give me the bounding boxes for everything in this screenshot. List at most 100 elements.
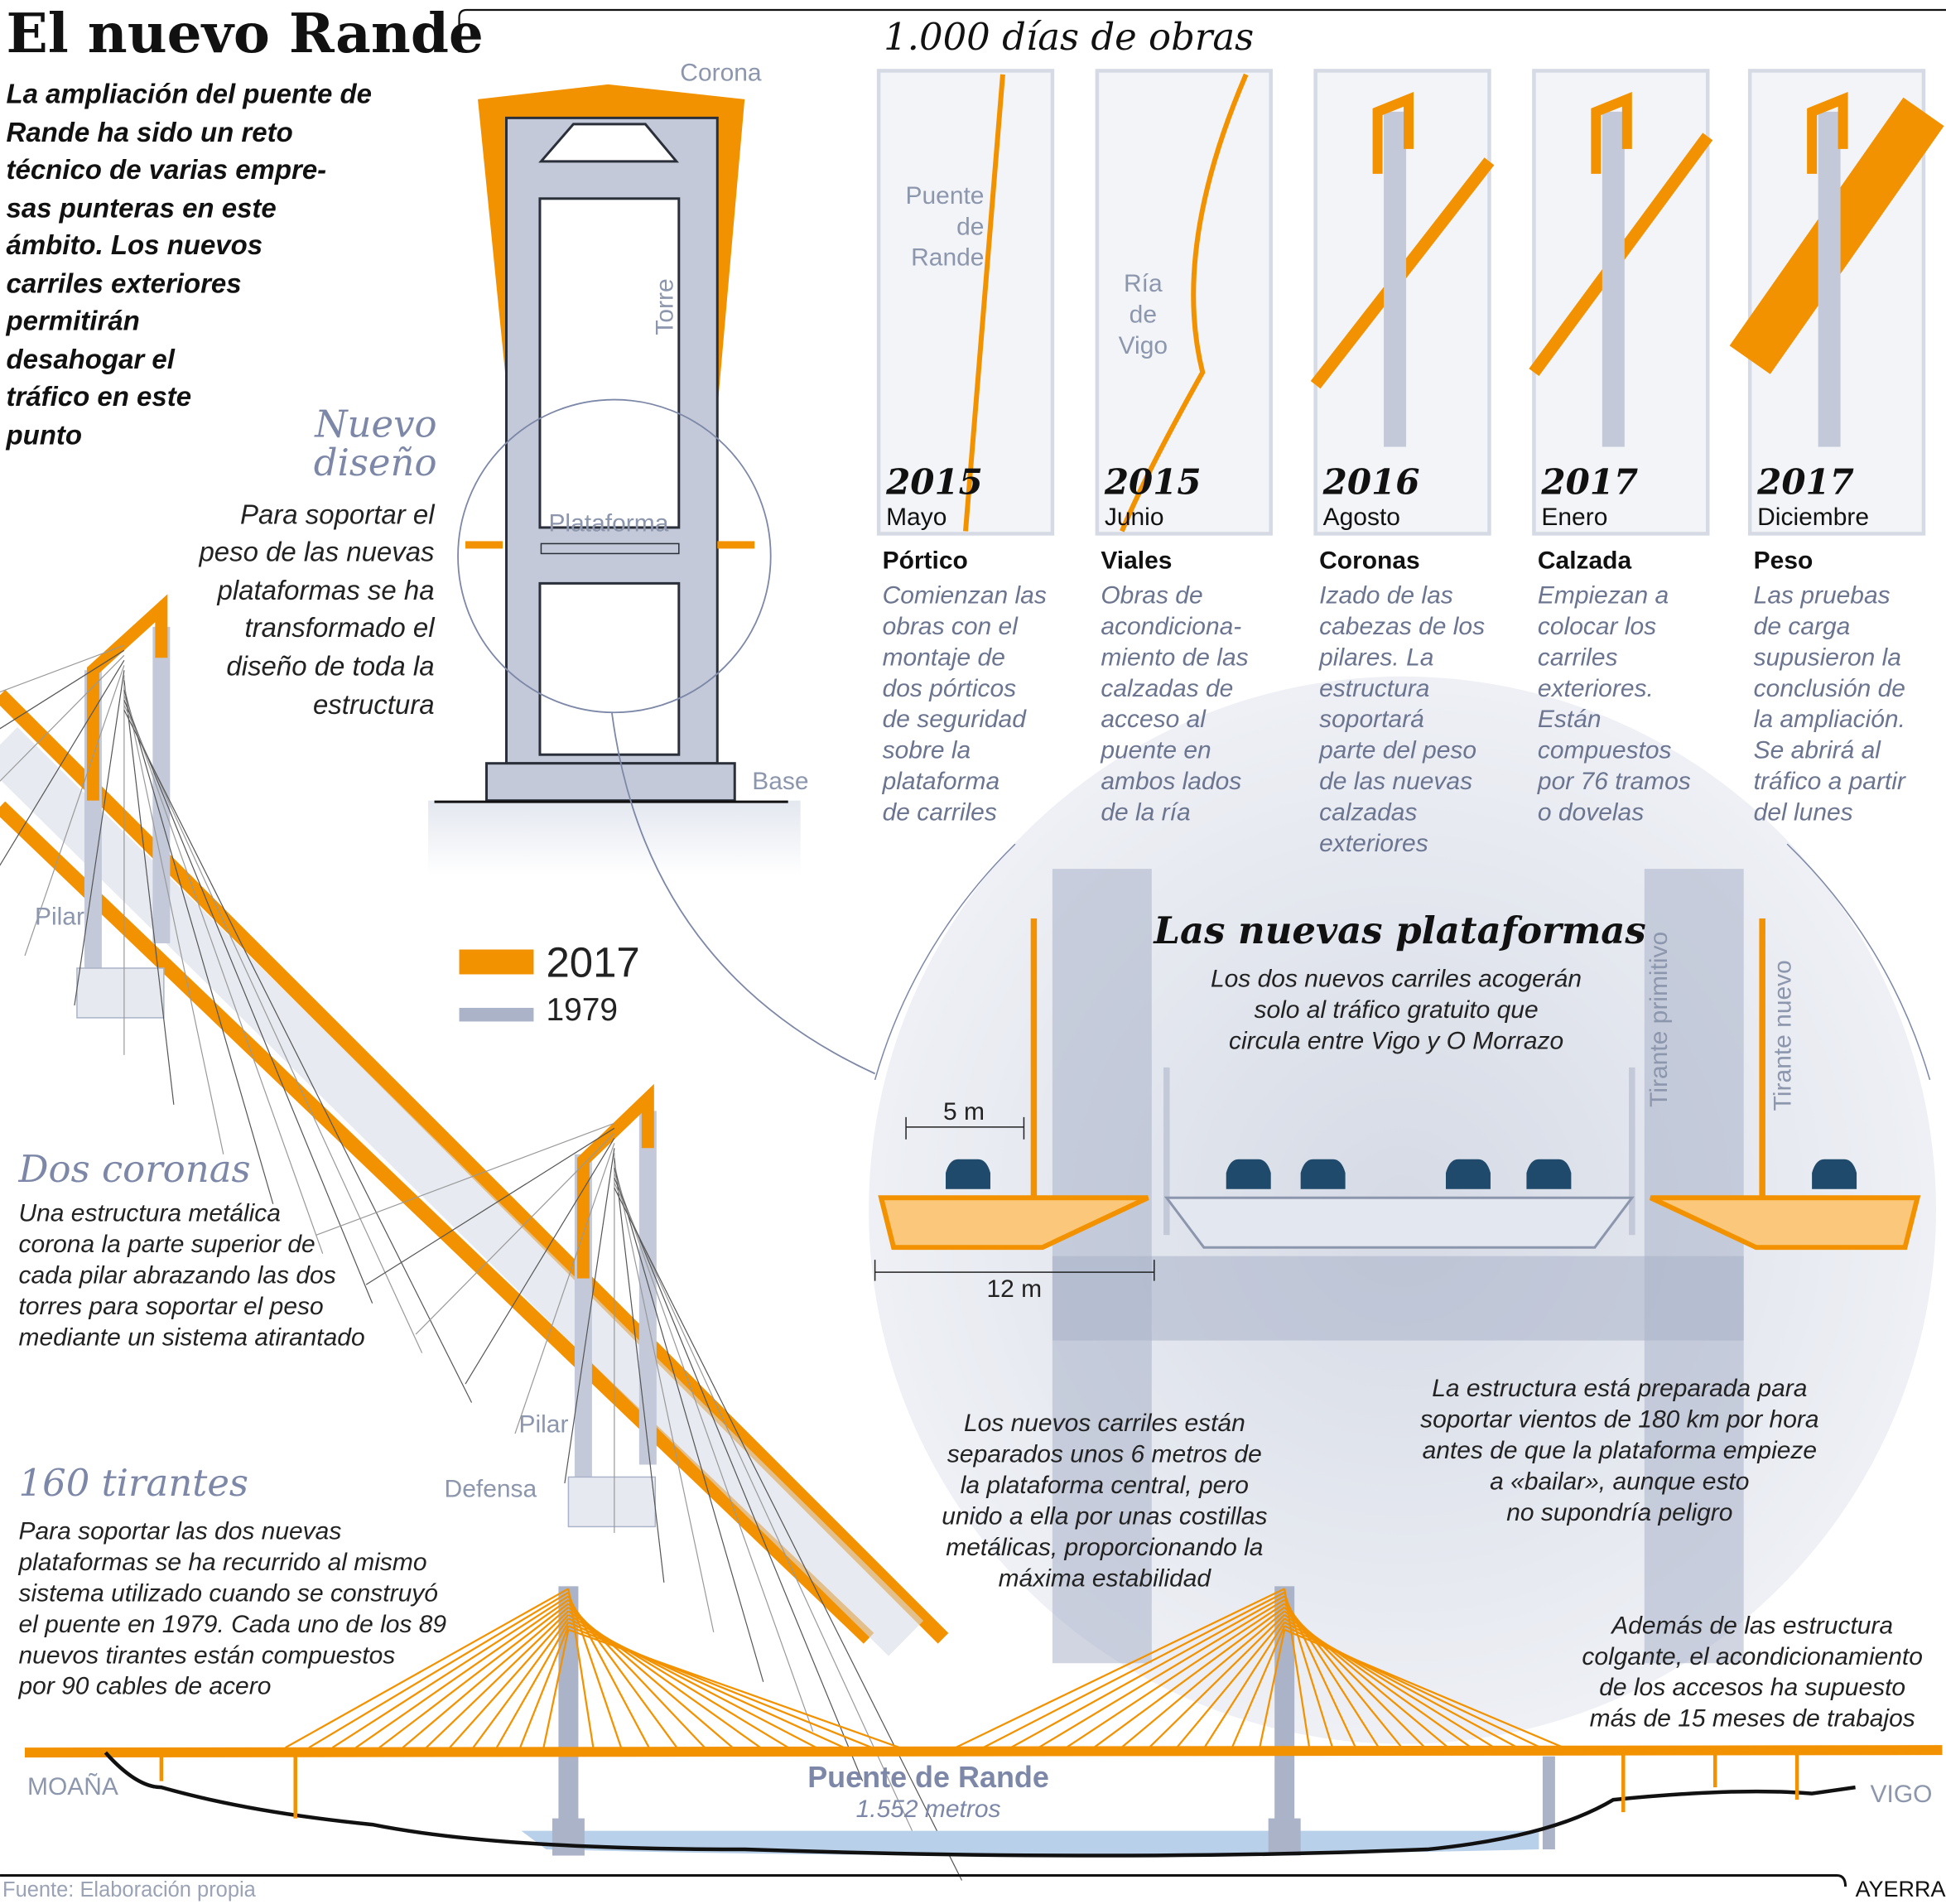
label-defensa: Defensa <box>445 1475 537 1502</box>
step-description: la ampliación. <box>1754 706 1905 733</box>
step-description: Empiezan a <box>1538 581 1669 609</box>
legend-swatch-2017 <box>459 949 534 975</box>
map-label: de <box>1130 301 1157 329</box>
cable <box>568 1628 900 1749</box>
step-description: de la ría <box>1101 799 1190 827</box>
step-heading: Coronas <box>1319 547 1420 574</box>
cable <box>0 644 125 693</box>
step-description: miento de las <box>1101 644 1248 671</box>
step-description: de las nuevas <box>1319 768 1472 795</box>
cable <box>567 1617 817 1749</box>
svg-text:máxima estabilidad: máxima estabilidad <box>999 1564 1212 1592</box>
cable <box>614 1163 715 1632</box>
cable <box>1231 1625 1286 1748</box>
svg-text:la plataforma central, pero: la plataforma central, pero <box>961 1472 1249 1499</box>
cable <box>449 1614 570 1748</box>
svg-text:permitirán: permitirán <box>6 306 140 336</box>
step-month: Enero <box>1541 504 1607 531</box>
cable <box>1010 1595 1285 1749</box>
step-description: calzadas <box>1319 799 1417 827</box>
label-tirante-nuevo: Tirante nuevo <box>1770 960 1797 1111</box>
step-description: de carriles <box>883 799 997 827</box>
plataformas-title: Las nuevas plataformas <box>1152 909 1645 952</box>
svg-text:Una estructura metálica: Una estructura metálica <box>19 1200 281 1227</box>
cable <box>495 1622 570 1748</box>
cable <box>308 1591 570 1749</box>
cable <box>568 1625 873 1749</box>
page-title: El nuevo Rande <box>7 1 484 65</box>
svg-text:La estructura está preparada p: La estructura está preparada para <box>1432 1375 1807 1402</box>
cable <box>564 1148 615 1484</box>
step-description: acceso al <box>1101 706 1207 733</box>
dimension-12m: 12 m <box>986 1275 1042 1303</box>
step-month: Diciembre <box>1757 504 1869 531</box>
dos-coronas: Dos coronas Una estructura metálicacoron… <box>18 1147 365 1352</box>
cable <box>982 1591 1285 1749</box>
label-torre: Torre <box>651 278 678 335</box>
step-heading: Peso <box>1754 547 1814 574</box>
timeline-title: 1.000 días de obras <box>884 15 1254 59</box>
legend-label-2017: 2017 <box>546 938 639 986</box>
step-year: 2017 <box>1756 461 1854 502</box>
svg-text:torres para soportar el peso: torres para soportar el peso <box>19 1293 324 1320</box>
source: Fuente: Elaboración propia <box>2 1878 257 1902</box>
svg-text:corona la parte superior de: corona la parte superior de <box>19 1231 316 1258</box>
cable <box>567 1588 595 1748</box>
cable <box>355 1598 570 1749</box>
step-description: Se abrirá al <box>1754 737 1882 764</box>
cable <box>123 700 373 1304</box>
step-description: Izado de las <box>1319 581 1453 609</box>
cable <box>123 685 224 1154</box>
tower-diagram <box>428 84 875 1075</box>
step-description: Comienzan las <box>883 581 1047 609</box>
cable <box>285 1588 569 1749</box>
cable <box>1065 1603 1285 1749</box>
cable <box>614 1178 864 1781</box>
bridge-length: 1.552 metros <box>856 1796 1001 1823</box>
step-description: conclusión de <box>1754 675 1905 702</box>
cable <box>1259 1629 1286 1748</box>
cable <box>123 690 274 1204</box>
svg-text:técnico de varias empre-: técnico de varias empre- <box>7 154 327 185</box>
label-base: Base <box>752 768 808 795</box>
car-icon <box>1446 1159 1491 1189</box>
label-plataforma: Plataforma <box>548 509 668 537</box>
cable <box>1176 1617 1286 1748</box>
svg-text:cada pilar abrazando las dos: cada pilar abrazando las dos <box>19 1262 336 1289</box>
svg-text:antes de que la plataforma emp: antes de que la plataforma empieze <box>1423 1437 1817 1464</box>
cable <box>425 1610 570 1748</box>
svg-text:estructura: estructura <box>313 689 435 720</box>
timeline-image <box>1095 69 1273 536</box>
svg-text:solo al tráfico gratuito que: solo al tráfico gratuito que <box>1254 996 1538 1024</box>
diagonal-bridge-illustration <box>0 594 963 1881</box>
step-description: dos pórticos <box>883 675 1017 702</box>
svg-text:diseño de toda la: diseño de toda la <box>226 650 434 681</box>
svg-text:nuevos tirantes están compuest: nuevos tirantes están compuestos <box>19 1641 396 1669</box>
step-description: exteriores. <box>1538 675 1654 702</box>
svg-text:Los nuevos carriles están: Los nuevos carriles están <box>964 1410 1245 1437</box>
label-vigo: VIGO <box>1871 1781 1933 1808</box>
cable <box>614 1173 814 1732</box>
step-description: calzadas de <box>1101 675 1233 702</box>
cable <box>1038 1598 1285 1749</box>
cable <box>378 1603 570 1749</box>
step-description: supusieron la <box>1754 644 1901 671</box>
car-icon <box>946 1159 990 1189</box>
step-year: 2017 <box>1540 461 1638 502</box>
dimension-5m: 5 m <box>943 1098 985 1126</box>
cable <box>1203 1622 1286 1748</box>
step-description: ambos lados <box>1101 768 1241 795</box>
car-icon <box>1526 1159 1572 1189</box>
cable <box>1148 1614 1285 1748</box>
label-tirante-primitivo: Tirante primitivo <box>1645 932 1673 1107</box>
bridge-profile <box>24 1586 1943 1858</box>
step-description: cabezas de los <box>1319 613 1485 640</box>
svg-text:carriles exteriores: carriles exteriores <box>7 268 242 299</box>
author: AYERRA <box>1856 1877 1946 1902</box>
svg-text:no supondría peligro: no supondría peligro <box>1506 1499 1732 1526</box>
svg-text:Rande ha sido un reto: Rande ha sido un reto <box>7 117 293 147</box>
